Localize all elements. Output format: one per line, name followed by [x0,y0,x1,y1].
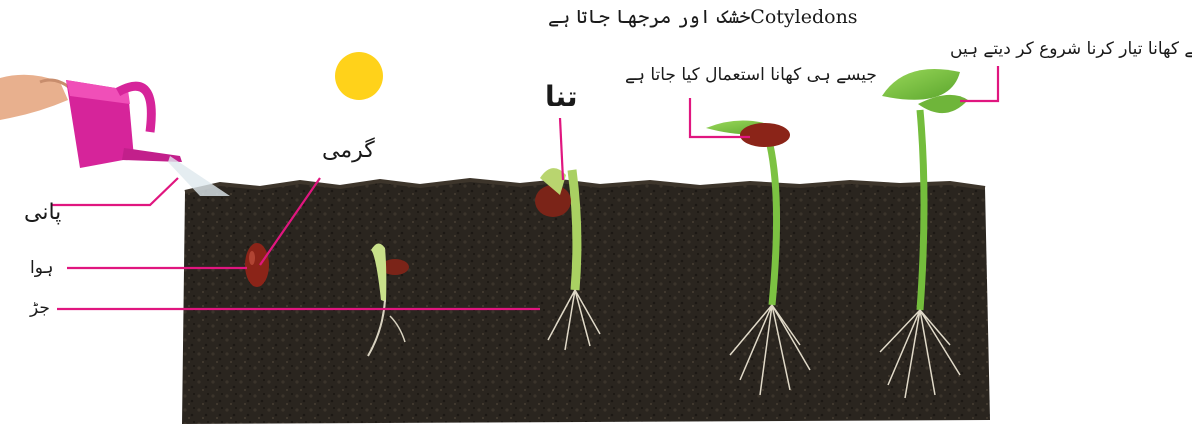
label-cotyledons-line2: جیسے ہی کھانا استعمال کیا جاتا ہے [625,64,877,85]
sun-icon [335,52,383,100]
pointer-leaves [960,66,998,101]
label-stem: تنا [545,80,577,113]
label-heat: گرمی [322,138,375,163]
label-root: جڑ [30,298,50,318]
label-leaves: پتے کھانا تیار کرنا شروع کر دیتے ہیں [950,38,1192,59]
pointer-water [52,178,178,205]
label-water: پانی [24,200,61,225]
soil-block [182,180,990,424]
label-cotyledons-line1: Cotyledonsخشک اور مرجھا جاتا ہے [548,6,858,28]
label-air: ہوا [30,257,53,278]
watering-can-icon [0,75,230,196]
seed-icon [245,243,269,287]
